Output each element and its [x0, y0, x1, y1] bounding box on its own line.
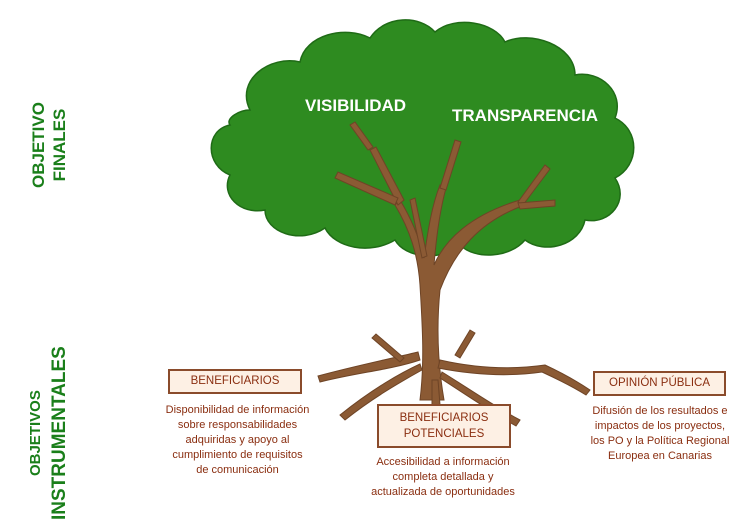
- beneficiarios-potenciales-box: BENEFICIARIOS POTENCIALES: [377, 404, 511, 448]
- beneficiarios-potenciales-title-line2: POTENCIALES: [403, 428, 485, 440]
- beneficiarios-potenciales-title-line1: BENEFICIARIOS: [399, 412, 489, 424]
- tree-canopy: [210, 19, 635, 257]
- beneficiarios-potenciales-description: Accesibilidad a información completa det…: [371, 456, 515, 498]
- beneficiarios-title: BENEFICIARIOS: [190, 375, 280, 387]
- visibilidad-label: VISIBILIDAD: [305, 96, 407, 115]
- opinion-publica-box: OPINIÓN PÚBLICA: [593, 371, 726, 396]
- transparencia-label: TRANSPARENCIA: [452, 106, 599, 125]
- beneficiarios-box: BENEFICIARIOS: [168, 369, 302, 394]
- beneficiarios-description: Disponibilidad de información sobre resp…: [165, 404, 310, 476]
- opinion-publica-description: Difusión de los resultados e impactos de…: [590, 405, 729, 462]
- tree-trunk: [334, 121, 556, 401]
- opinion-publica-title: OPINIÓN PÚBLICA: [609, 377, 710, 389]
